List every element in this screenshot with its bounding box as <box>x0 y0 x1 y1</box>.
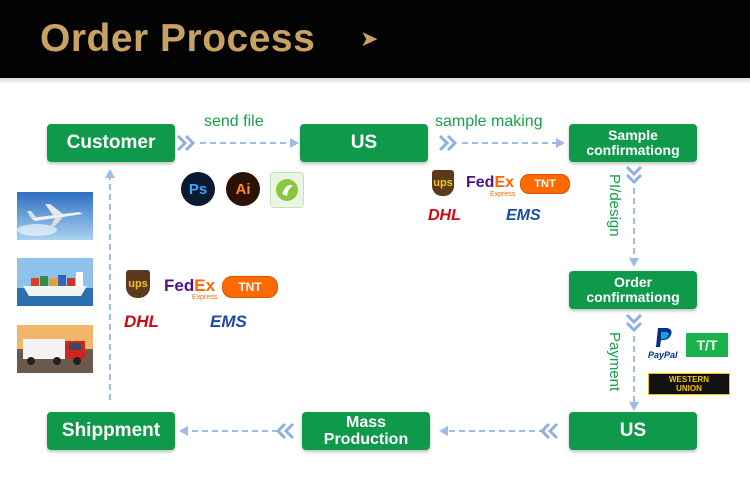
tnt-logo-2-text: TNT <box>238 280 262 294</box>
illustrator-icon: Ai <box>226 172 260 206</box>
fedex-2-express-text: Express <box>192 294 218 301</box>
photoshop-icon: Ps <box>181 172 215 206</box>
fedex-2-fed-text: Fed <box>164 276 195 295</box>
step-customer: Customer <box>47 124 175 162</box>
header-shadow <box>0 78 750 84</box>
step-shippment: Shippment <box>47 412 175 450</box>
fedex-fed-text: Fed <box>466 174 495 191</box>
truck-image <box>17 325 93 373</box>
coreldraw-icon <box>270 172 304 208</box>
step-mass-line1: Mass <box>345 414 387 431</box>
photoshop-icon-text: Ps <box>188 180 208 198</box>
label-send-file: send file <box>204 113 264 130</box>
step-us-bottom-label: US <box>619 420 647 441</box>
union-text: UNION <box>676 384 702 393</box>
ups-logo: ups <box>432 170 454 196</box>
illustrator-icon-text: Ai <box>235 180 251 198</box>
ups-logo-2-text: ups <box>128 278 148 290</box>
step-us-bottom: US <box>569 412 697 450</box>
ups-logo-2: ups <box>126 270 150 298</box>
step-sample-confirmation: Sample confirmationg <box>569 124 697 162</box>
dhl-logo-text: DHL <box>428 207 461 224</box>
fedex-logo: FedEx Express <box>466 174 515 198</box>
fedex-logo-2: FedEx Express <box>164 276 217 301</box>
step-customer-label: Customer <box>66 132 156 153</box>
step-sample-line1: Sample <box>608 127 658 143</box>
ems-logo-2: EMS <box>210 312 247 332</box>
tnt-logo: TNT <box>520 174 570 194</box>
western-union-logo: WESTERN UNION <box>648 373 730 395</box>
dhl-logo-2: DHL <box>124 312 159 332</box>
fedex-2-ex-text: Ex <box>194 276 216 295</box>
step-mass-line2: Production <box>323 431 409 448</box>
tnt-logo-2: TNT <box>222 276 278 298</box>
step-us-top: US <box>300 124 428 162</box>
header-bar: Order Process ➤ <box>0 0 750 78</box>
ups-logo-text: ups <box>433 177 453 189</box>
step-shippment-label: Shippment <box>61 420 161 441</box>
dhl-logo-2-text: DHL <box>124 312 159 331</box>
ems-logo-2-text: EMS <box>210 312 247 331</box>
label-sample-making: sample making <box>435 113 543 130</box>
western-text: WESTERN <box>669 375 709 384</box>
step-mass-production: Mass Production <box>302 412 430 450</box>
step-sample-line2: confirmationg <box>586 142 680 158</box>
step-us-top-label: US <box>350 132 378 153</box>
step-order-line1: Order <box>613 274 653 290</box>
label-pi-design: PI/design <box>606 174 623 237</box>
paypal-logo: PayPal <box>648 326 680 362</box>
tt-logo-text: T/T <box>696 337 718 353</box>
airplane-image <box>17 192 93 240</box>
page-title: Order Process <box>40 17 316 60</box>
dhl-logo: DHL <box>428 207 461 225</box>
step-order-confirmation: Order confirmationg <box>569 271 697 309</box>
tnt-logo-text: TNT <box>534 178 556 190</box>
cargo-ship-image <box>17 258 93 306</box>
fedex-ex-text: Ex <box>494 174 515 191</box>
ems-logo: EMS <box>506 207 541 225</box>
step-order-line2: confirmationg <box>586 289 680 305</box>
fedex-express-text: Express <box>490 191 516 198</box>
tt-logo: T/T <box>686 333 728 357</box>
title-arrow-icon: ➤ <box>360 27 379 52</box>
paypal-logo-text: PayPal <box>648 350 678 360</box>
ems-logo-text: EMS <box>506 207 541 224</box>
label-payment: Payment <box>606 332 623 392</box>
